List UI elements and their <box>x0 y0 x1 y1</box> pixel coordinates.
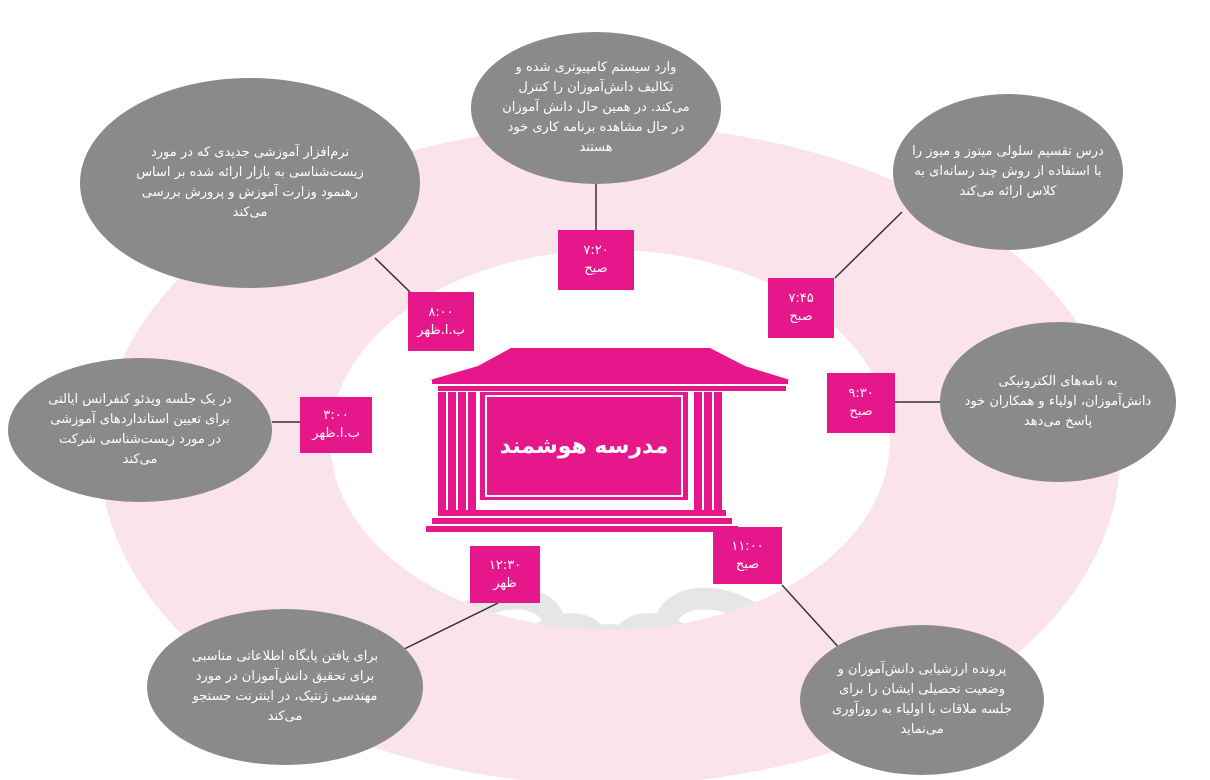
bubble-lines: پرونده ارزشیابی دانش‌آموزان و وضعیت تحصیل… <box>832 660 1012 740</box>
time-period: صبح <box>789 309 813 324</box>
bubble-text-line: جلسه ملاقات با اولیاء به روزآوری <box>832 702 1012 717</box>
time-value: ۷:۴۵ <box>788 291 814 306</box>
time-value: ۷:۲۰ <box>583 243 609 258</box>
time-label-1100: ۱۱:۰۰ صبح <box>713 527 782 584</box>
background-ring <box>100 125 1120 780</box>
bubble-text-line: زیست‌شناسی به بازار ارائه شده بر اساس <box>136 165 364 180</box>
school-building-icon <box>426 348 790 532</box>
time-value: ۸:۰۰ <box>428 304 454 320</box>
bubble-text-line: دانش‌آموزان، اولیاء و همکاران خود <box>964 394 1152 409</box>
bubble-text-line: به نامه‌های الکترونیکی <box>998 374 1118 389</box>
time-label-300: ۳:۰۰ ب.ا.ظهر <box>300 397 372 453</box>
bubble-lines: نرم‌افزار آموزشی جدیدی که در مورد زیست‌شن… <box>136 143 364 223</box>
bubble-lines: در یک جلسه ویدئو کنفرانس ایالتی برای تعیی… <box>48 390 232 470</box>
bubble-text-line: پرونده ارزشیابی دانش‌آموزان و <box>837 662 1007 677</box>
bubble-text-line: پاسخ می‌دهد <box>1023 414 1093 429</box>
time-box-930 <box>827 373 895 433</box>
bubble-text-line: در یک جلسه ویدئو کنفرانس ایالتی <box>48 392 232 407</box>
center-title: مدرسه هوشمند <box>499 433 669 459</box>
bubble-745 <box>893 94 1123 250</box>
connector-800 <box>374 257 411 293</box>
bubble-text-300: در یک جلسه ویدئو کنفرانس ایالتی برای تعیی… <box>20 370 260 490</box>
time-value: ۳:۰۰ <box>323 408 349 423</box>
bubble-text-line: وضعیت تحصیلی ایشان را برای <box>839 682 1005 697</box>
time-period: ب.ا.ظهر <box>312 426 360 441</box>
bubble-text-line: با استفاده از روش چند رسانه‌ای به <box>914 164 1102 179</box>
time-box-1230 <box>470 546 540 603</box>
bubble-930 <box>940 322 1176 482</box>
time-box-800 <box>408 292 474 351</box>
time-label-930: ۹:۳۰ صبح <box>827 373 895 433</box>
bubble-text-line: هستند <box>579 140 613 155</box>
time-label-745: ۷:۴۵ صبح <box>768 278 834 338</box>
bubble-text-line: درس تقسیم سلولی میتوز و میوز را <box>912 144 1104 159</box>
time-period: صبح <box>735 556 760 572</box>
time-label-720: ۷:۲۰ صبح <box>558 230 634 290</box>
time-value: ۹:۳۰ <box>848 386 874 401</box>
bubble-text-line: برای تعیین استانداردهای آموزشی <box>50 412 230 427</box>
time-box-300 <box>300 397 372 453</box>
bubble-1230 <box>147 609 423 765</box>
time-box-1100 <box>713 527 782 584</box>
time-boxes <box>300 230 895 603</box>
time-period: ظهر <box>493 575 517 591</box>
bubble-text-line: مهندسی ژنتیک، در اینترنت جستجو <box>192 689 378 704</box>
time-period: صبح <box>584 261 608 276</box>
bubble-text-line: می‌کند <box>122 452 158 467</box>
event-bubbles <box>8 32 1176 775</box>
time-value: ۱۲:۳۰ <box>488 557 522 573</box>
time-box-720 <box>558 230 634 290</box>
bubble-1100 <box>800 625 1044 775</box>
bubble-text-720: وارد سیستم کامپیوتری شده و تکالیف دانش‌آم… <box>496 38 696 178</box>
bubble-text-line: می‌کند <box>267 709 303 724</box>
bubble-text-line: وارد سیستم کامپیوتری شده و <box>515 60 677 75</box>
bubble-720 <box>471 32 721 184</box>
bubble-text-line: در حال مشاهده برنامه کاری خود <box>507 120 685 135</box>
bubble-text-line: می‌نماید <box>900 722 944 737</box>
bubble-text-930: به نامه‌های الکترونیکی دانش‌آموزان، اولیا… <box>958 350 1158 454</box>
bubble-text-line: رهنمود وزارت آموزش و پرورش بررسی <box>141 185 359 200</box>
bubble-lines: به نامه‌های الکترونیکی دانش‌آموزان، اولیا… <box>965 372 1152 432</box>
bubble-text-line: در مورد زیست‌شناسی شرکت <box>59 432 221 447</box>
bubble-text-1100: پرونده ارزشیابی دانش‌آموزان و وضعیت تحصیل… <box>812 645 1032 755</box>
bubble-800 <box>80 78 420 288</box>
bubble-text-1230: برای یافتن پایگاه اطلاعاتی مناسبی برای تح… <box>160 630 410 744</box>
time-label-800: ۸:۰۰ ب.ا.ظهر <box>408 292 474 351</box>
bubble-text-line: کلاس ارائه می‌کند <box>959 184 1057 199</box>
time-label-1230: ۱۲:۳۰ ظهر <box>470 546 540 603</box>
time-period: صبح <box>849 404 873 419</box>
connector-745 <box>834 211 903 279</box>
bubble-text-800: نرم‌افزار آموزشی جدیدی که در مورد زیست‌شن… <box>110 108 390 258</box>
bubble-text-line: تکالیف دانش‌آموزان را کنترل <box>518 80 674 95</box>
time-box-745 <box>768 278 834 338</box>
bubble-lines: درس تقسیم سلولی میتوز و میوز را با استفاد… <box>912 142 1104 202</box>
bubble-text-line: می‌کند <box>232 205 268 220</box>
bubble-300 <box>8 358 272 502</box>
bubble-text-745: درس تقسیم سلولی میتوز و میوز را با استفاد… <box>908 118 1108 226</box>
bubble-text-line: برای تحقیق دانش‌آموزان در مورد <box>195 669 375 684</box>
time-value: ۱۱:۰۰ <box>731 538 764 554</box>
connector-1230 <box>391 602 499 656</box>
bubble-lines: وارد سیستم کامپیوتری شده و تکالیف دانش‌آم… <box>502 58 690 158</box>
time-period: ب.ا.ظهر <box>417 322 465 338</box>
bubble-text-line: برای یافتن پایگاه اطلاعاتی مناسبی <box>191 649 379 664</box>
bubble-lines: برای یافتن پایگاه اطلاعاتی مناسبی برای تح… <box>192 647 378 727</box>
bubble-text-line: نرم‌افزار آموزشی جدیدی که در مورد <box>150 145 350 160</box>
bubble-text-line: می‌کند. در همین حال دانش آموزان <box>502 100 690 115</box>
